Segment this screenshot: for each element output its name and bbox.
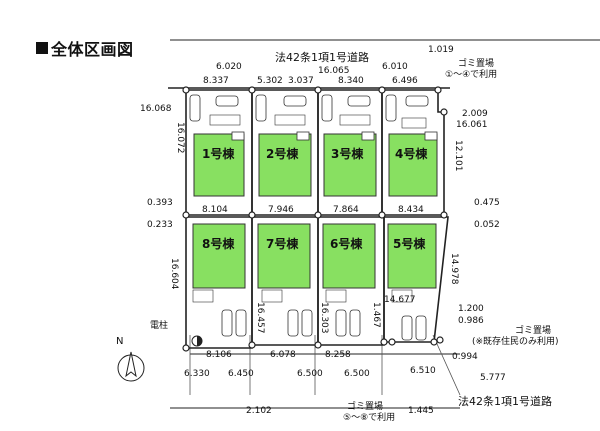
dim-label: 0.233 [147, 220, 173, 230]
car-icon [405, 95, 429, 107]
utility-pole-icon [191, 335, 203, 347]
dim-label: 16.065 [318, 66, 350, 76]
dim-label: 0.994 [452, 352, 478, 362]
dim-label: 12.101 [453, 140, 463, 172]
dim-tick [432, 334, 461, 396]
lot-label: 1号棟 [202, 146, 235, 161]
dim-label: 8.340 [338, 76, 364, 86]
lot-label: 2号棟 [266, 146, 299, 161]
dim-label: 2.102 [246, 406, 272, 416]
lot-label: 6号棟 [330, 236, 363, 251]
boundary-markers [182, 86, 448, 352]
dim-label: 8.104 [202, 205, 228, 215]
garbage-3-label: ゴミ置場 [347, 400, 383, 412]
car-icon [283, 95, 307, 107]
dim-label: 8.106 [206, 350, 232, 360]
dim-label: 1.467 [371, 302, 381, 328]
dim-label: 6.450 [228, 369, 254, 379]
building-8 [192, 223, 246, 289]
dim-label: 0.393 [147, 198, 173, 208]
pole-label: 電柱 [150, 319, 168, 331]
garbage-2-label: ゴミ置場 [515, 324, 551, 336]
dim-label: 7.946 [268, 205, 294, 215]
dim-label: 16.068 [140, 104, 172, 114]
building-3 [323, 133, 377, 197]
dim-label: 0.052 [474, 220, 500, 230]
car-icon [347, 95, 371, 107]
dim-label: 16.457 [255, 302, 265, 334]
buildings-top [193, 133, 438, 197]
bottom-parking [221, 309, 427, 341]
dim-label: 16.061 [456, 120, 488, 130]
dim-label: 1.019 [428, 45, 454, 55]
dim-label: 8.337 [203, 76, 229, 86]
dim-label: 6.510 [410, 366, 436, 376]
title-square-icon [36, 42, 48, 54]
car-icon [415, 315, 427, 341]
dim-label: 16.303 [319, 302, 329, 334]
stair-hatching [209, 114, 427, 129]
car-icon [349, 309, 361, 337]
building-4 [388, 133, 438, 197]
dim-label: 0.475 [474, 198, 500, 208]
garbage-1-note: ①～④で利用 [445, 68, 497, 80]
car-icon [255, 94, 267, 122]
dim-label: 1.445 [408, 406, 434, 416]
dim-label: 8.258 [325, 350, 351, 360]
car-icon [215, 95, 239, 107]
dim-label: 5.302 [257, 76, 283, 86]
dim-label: 2.009 [462, 109, 488, 119]
lot-label: 4号棟 [395, 146, 428, 161]
lot-label: 7号棟 [266, 236, 299, 251]
dim-label: 6.500 [297, 369, 323, 379]
car-icon [221, 309, 233, 337]
car-icon [235, 309, 247, 337]
lot-label: 8号棟 [202, 236, 235, 251]
top-parking [189, 94, 429, 122]
building-1 [193, 133, 245, 197]
lot-label: 3号棟 [331, 146, 364, 161]
north-arrow-icon [117, 351, 145, 382]
dim-label: 6.330 [184, 369, 210, 379]
dim-label: 16.072 [175, 122, 185, 154]
dim-label: 6.078 [270, 350, 296, 360]
car-icon [189, 94, 201, 122]
garbage-2-note: (※既存住民のみ利用) [472, 335, 559, 347]
car-icon [401, 315, 413, 341]
car-icon [385, 94, 397, 122]
road-label-bottom: 法42条1項1号道路 [458, 394, 552, 408]
car-icon [335, 309, 347, 337]
dim-label: 14.978 [449, 253, 459, 285]
dim-label: 6.496 [392, 76, 418, 86]
dim-label: 6.020 [216, 62, 242, 72]
car-icon [301, 309, 313, 337]
building-7 [257, 223, 311, 289]
building-6 [322, 223, 376, 289]
page-title: 全体区画図 [51, 40, 134, 59]
dim-label: 3.037 [288, 76, 314, 86]
buildings-bottom [192, 223, 437, 289]
dim-label: 1.200 [458, 304, 484, 314]
dim-label: 5.777 [480, 373, 506, 383]
dim-label: 0.986 [458, 316, 484, 326]
car-icon [321, 94, 333, 122]
dim-label: 6.010 [382, 62, 408, 72]
car-icon [287, 309, 299, 337]
dim-label: 14.677 [384, 295, 416, 305]
title-block: 全体区画図 [36, 36, 134, 60]
dim-label: 6.500 [344, 369, 370, 379]
dim-label: 7.864 [333, 205, 359, 215]
dim-label: 16.604 [169, 258, 179, 290]
north-label: N [116, 336, 123, 347]
building-5 [387, 223, 437, 289]
lot-label: 5号棟 [393, 236, 426, 251]
garbage-1-label: ゴミ置場 [458, 57, 494, 69]
dim-label: 8.434 [398, 205, 424, 215]
building-2 [258, 133, 312, 197]
road-label-top: 法42条1項1号道路 [275, 50, 369, 64]
garbage-3-note: ⑤～⑧で利用 [343, 411, 395, 423]
